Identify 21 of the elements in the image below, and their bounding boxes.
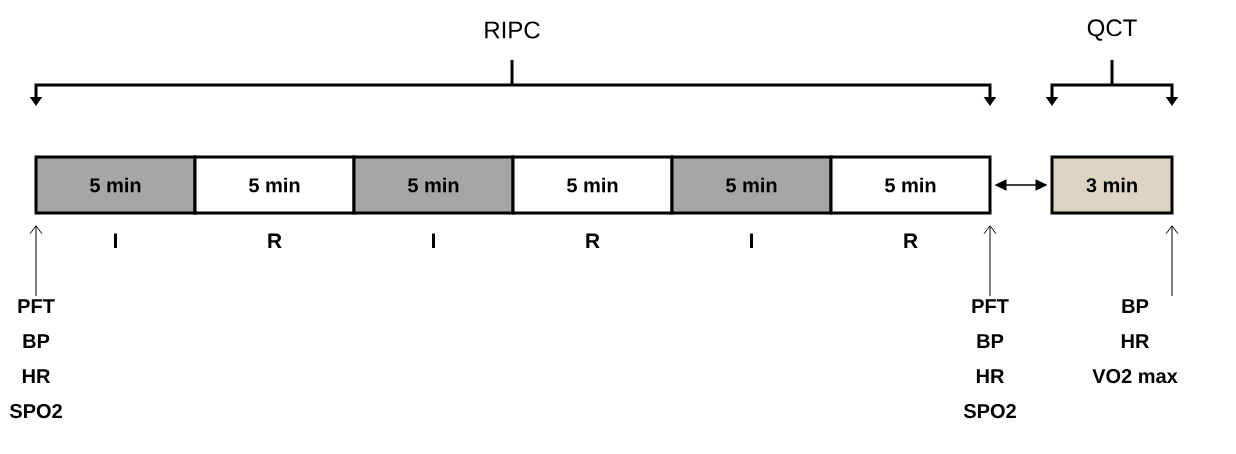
interval-box: 5 min [511, 155, 674, 215]
interval-label: I [432, 233, 435, 248]
interval-box: 5 min [352, 155, 515, 215]
arrow [29, 225, 43, 297]
bracket-label: QCT [1087, 19, 1137, 41]
measurement-list: PFT BP HR SPO2 [9, 299, 62, 419]
arrow [983, 225, 997, 297]
interval-label: R [268, 233, 282, 248]
measurement-list: PFT BP HR SPO2 [963, 299, 1016, 419]
interval-box: 5 min [829, 155, 992, 215]
interval-label: R [586, 233, 600, 248]
interval-label: I [114, 233, 117, 248]
interval-box: 3 min [1050, 155, 1174, 215]
interval-box: 5 min [34, 155, 197, 215]
interval-box: 5 min [193, 155, 356, 215]
arrow [1165, 225, 1179, 297]
interval-label: I [750, 233, 753, 248]
measurement-list: BP HR VO2 max [1092, 299, 1178, 384]
interval-label: R [904, 233, 918, 248]
interval-box: 5 min [670, 155, 833, 215]
bracket-label: RIPC [485, 21, 540, 39]
